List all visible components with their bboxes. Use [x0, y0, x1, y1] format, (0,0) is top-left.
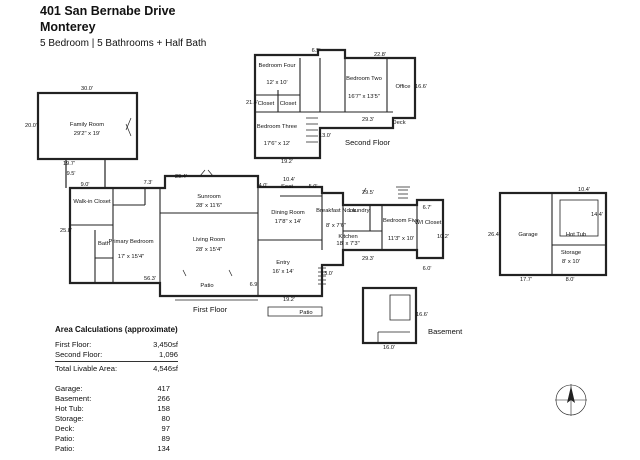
dim-56-3: 56.3': [144, 276, 156, 282]
dim-29-3-second: 29.3': [362, 117, 374, 123]
room-bath: Bath: [98, 241, 110, 247]
family-room-walls: [36, 91, 139, 161]
label-second-floor: Second Floor: [345, 138, 391, 147]
area-row-patio-1: Patio:89: [55, 434, 170, 443]
dim-26-4: 26.4': [488, 232, 500, 238]
room-closet-a: Closet: [258, 101, 275, 107]
room-bedroom-four-size: 12' x 10': [266, 80, 287, 86]
room-breakfast-nook: Breakfast Nook: [316, 208, 356, 214]
room-laundry: Laundry: [349, 208, 370, 214]
dim-16-0: 16.0': [383, 345, 395, 351]
room-sunroom-size: 28' x 11'6": [196, 203, 222, 209]
room-entry-size: 16' x 14': [272, 269, 293, 275]
room-bedroom-five: Bedroom Five: [383, 218, 419, 224]
area-row-total: Total Livable Area:4,546sf: [55, 364, 178, 373]
area-calc-title: Area Calculations (approximate): [55, 325, 178, 334]
dim-29-3-first: 29.3': [362, 256, 374, 262]
dim-19-2-second: 19.2': [281, 159, 293, 165]
area-divider: [55, 361, 178, 362]
dim-10-4: 10.4': [283, 177, 295, 183]
area-row-basement: Basement:266: [55, 394, 170, 403]
area-row-deck: Deck:97: [55, 424, 170, 433]
dim-13-0-second: 13.0': [319, 133, 331, 139]
basement-walls: [361, 286, 418, 345]
room-bedroom-five-size: 11'3" x 10': [388, 236, 414, 242]
dim-21-4: 21.4': [246, 100, 258, 106]
dim-9-5: 9.5': [67, 171, 76, 177]
compass-needle: [567, 386, 575, 403]
dim-16-6: 16.6': [415, 84, 427, 90]
area-row-storage: Storage:80: [55, 414, 170, 423]
room-garage: Garage: [518, 232, 537, 238]
dim-6-9: 6.9': [250, 282, 259, 288]
dim-6-7: 6.7': [423, 205, 432, 211]
room-primary-bedroom: Primary Bedroom: [108, 239, 153, 245]
address-title: 401 San Bernabe Drive: [40, 4, 176, 18]
dim-25-8: 25.8': [60, 228, 72, 234]
room-bedroom-two-size: 16'7" x 13'5": [348, 94, 380, 100]
dim-13-0-first: 13.0': [321, 271, 333, 277]
dim-16-6-basement: 16.6': [416, 312, 428, 318]
room-hot-tub: Hot Tub: [566, 232, 586, 238]
room-bedroom-two: Bedroom Two: [346, 76, 382, 82]
room-family-size: 29'2" x 19': [74, 131, 101, 137]
room-wic: W/I Closet: [415, 220, 442, 226]
room-closet-b: Closet: [280, 101, 297, 107]
dim-6-5: 6.5': [312, 48, 321, 54]
dim-9-0: 9.0': [81, 182, 90, 188]
room-storage-size: 8' x 10': [562, 259, 580, 265]
room-dining-size: 17'8" x 14': [275, 219, 302, 225]
dim-14-4: 14.4': [591, 212, 603, 218]
dim-6-0: 6.0': [423, 266, 432, 272]
area-row-second-floor: Second Floor:1,096: [55, 350, 178, 359]
room-kitchen-size: 18' x 7'3": [336, 241, 359, 247]
dim-7-3: 7.3': [144, 180, 153, 186]
room-kitchen: Kitchen: [338, 234, 357, 240]
room-bedroom-four: Bedroom Four: [258, 63, 295, 69]
area-row-hot-tub: Hot Tub:158: [55, 404, 170, 413]
room-dining: Dining Room: [271, 210, 305, 216]
dim-30-0: 30.0': [81, 86, 93, 92]
area-row-patio-2: Patio:134: [55, 444, 170, 453]
dim-19-2-first: 19.2': [283, 297, 295, 303]
property-summary: 5 Bedroom | 5 Bathrooms + Half Bath: [40, 38, 207, 49]
dim-29-4: 29.4': [175, 174, 187, 180]
room-breakfast-nook-size: 8' x 7'6": [326, 223, 346, 229]
room-living: Living Room: [193, 237, 225, 243]
room-patio: Patio: [200, 283, 213, 289]
room-seat: Seat: [281, 184, 293, 190]
area-row-first-floor: First Floor:3,450sf: [55, 340, 178, 349]
first-floor-walls: [68, 174, 445, 298]
room-family: Family Room: [70, 122, 104, 128]
dim-4-0: 4.0': [259, 183, 268, 189]
room-sunroom: Sunroom: [197, 194, 221, 200]
room-storage: Storage: [561, 250, 581, 256]
dim-17-7: 17.7': [520, 277, 532, 283]
room-primary-bedroom-size: 17' x 15'4": [118, 254, 145, 260]
dim-19-7: 19.7': [63, 161, 75, 167]
dim-22-8: 22.8': [374, 52, 386, 58]
second-floor-walls: [253, 48, 417, 160]
garage-walls: [498, 191, 608, 277]
label-first-floor: First Floor: [193, 305, 228, 314]
dim-5-0: 5.0': [309, 184, 318, 190]
label-basement: Basement: [428, 327, 463, 336]
room-deck: Deck: [392, 120, 405, 126]
room-living-size: 28' x 15'4": [196, 247, 223, 253]
dim-8-0: 8.0': [566, 277, 575, 283]
room-bedroom-three-size: 17'6" x 12': [264, 141, 291, 147]
area-row-garage: Garage:417: [55, 384, 170, 393]
city-title: Monterey: [40, 20, 96, 34]
room-patio-small: Patio: [299, 310, 312, 316]
dim-29-5: 29.5': [362, 190, 374, 196]
dim-10-2: 10.2': [437, 234, 449, 240]
room-entry: Entry: [276, 260, 290, 266]
room-walkin-closet: Walk-in Closet: [73, 199, 111, 205]
dim-10-4-garage: 10.4': [578, 187, 590, 193]
room-office: Office: [395, 84, 410, 90]
room-bedroom-three: Bedroom Three: [257, 124, 297, 130]
dim-20-0: 20.0': [25, 123, 37, 129]
